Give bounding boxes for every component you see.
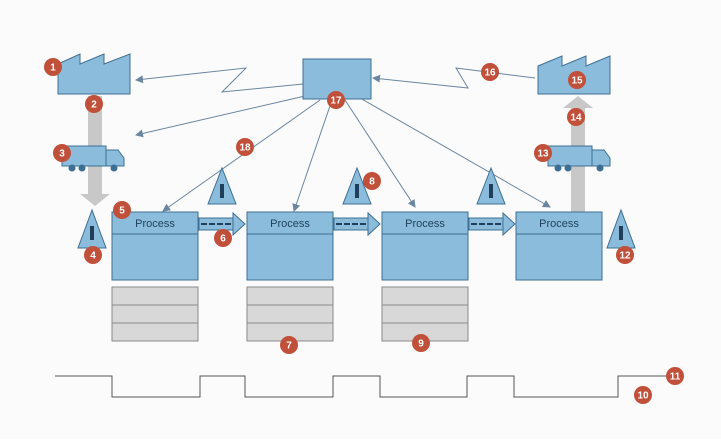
svg-text:10: 10 xyxy=(637,391,649,402)
info-line-to-truck xyxy=(135,95,306,138)
process-box-2: Process xyxy=(246,211,334,281)
step-badge-5: 5 xyxy=(113,201,131,219)
inventory-triangle-icon xyxy=(342,166,372,205)
svg-text:15: 15 xyxy=(571,76,583,87)
process-label: Process xyxy=(405,218,445,230)
push-arrow-2 xyxy=(333,211,381,237)
process-label: Process xyxy=(270,218,310,230)
svg-text:16: 16 xyxy=(484,68,496,79)
svg-text:8: 8 xyxy=(369,177,375,188)
supplier-factory-icon xyxy=(57,53,131,95)
push-arrow-3 xyxy=(468,211,516,237)
data-box-2 xyxy=(246,286,334,342)
step-badge-2: 2 xyxy=(85,95,103,113)
step-badge-10: 10 xyxy=(634,386,652,404)
process-box-4: Process xyxy=(515,211,603,281)
info-line-to-process-3 xyxy=(344,99,416,208)
step-badge-18: 18 xyxy=(236,138,254,156)
svg-text:13: 13 xyxy=(537,149,549,160)
electronic-info-line-right xyxy=(372,67,536,89)
inbound-truck-icon xyxy=(61,145,125,172)
step-badge-1: 1 xyxy=(44,58,62,76)
push-arrows xyxy=(198,211,516,237)
step-badge-3: 3 xyxy=(53,144,71,162)
info-line-to-process-2 xyxy=(292,99,333,212)
inventory-triangle-icon xyxy=(207,166,237,205)
svg-text:17: 17 xyxy=(330,96,342,107)
step-badge-12: 12 xyxy=(616,246,634,264)
inventory-triangles xyxy=(77,166,636,249)
step-badge-17: 17 xyxy=(327,91,345,109)
step-badge-9: 9 xyxy=(412,334,430,352)
svg-text:7: 7 xyxy=(286,341,292,352)
svg-text:9: 9 xyxy=(418,339,424,350)
data-box-3 xyxy=(381,286,469,342)
step-badge-16: 16 xyxy=(481,63,499,81)
timeline xyxy=(55,375,668,398)
data-box-1 xyxy=(111,286,199,342)
push-arrow-1 xyxy=(198,211,246,237)
outbound-truck-icon xyxy=(547,145,611,172)
svg-text:6: 6 xyxy=(220,234,226,245)
step-badge-8: 8 xyxy=(363,172,381,190)
step-badge-4: 4 xyxy=(84,246,102,264)
svg-text:14: 14 xyxy=(570,113,582,124)
svg-text:11: 11 xyxy=(670,372,681,383)
svg-text:4: 4 xyxy=(90,251,96,262)
step-badge-13: 13 xyxy=(534,144,552,162)
svg-text:18: 18 xyxy=(239,143,251,154)
svg-text:2: 2 xyxy=(91,100,97,111)
svg-text:3: 3 xyxy=(59,149,65,160)
electronic-info-line-left xyxy=(135,67,304,93)
step-badge-15: 15 xyxy=(568,71,586,89)
step-badge-6: 6 xyxy=(214,229,232,247)
process-box-3: Process xyxy=(381,211,469,281)
inventory-triangle-icon xyxy=(606,208,636,249)
info-line-to-process-4 xyxy=(359,97,551,208)
info-line-to-process-1 xyxy=(162,99,321,212)
step-badge-14: 14 xyxy=(567,108,585,126)
inventory-triangle-icon xyxy=(77,208,107,249)
process-label: Process xyxy=(135,218,175,230)
svg-text:12: 12 xyxy=(619,251,631,262)
step-badge-11: 11 xyxy=(666,367,684,385)
svg-text:5: 5 xyxy=(119,206,125,217)
process-label: Process xyxy=(539,218,579,230)
inventory-triangle-icon xyxy=(476,166,506,205)
svg-text:1: 1 xyxy=(50,63,56,74)
step-badges: 1 2 3 4 5 6 7 8 9 10 11 12 13 14 15 16 1… xyxy=(44,58,684,404)
process-box-1: Process xyxy=(111,211,199,281)
step-badge-7: 7 xyxy=(280,336,298,354)
